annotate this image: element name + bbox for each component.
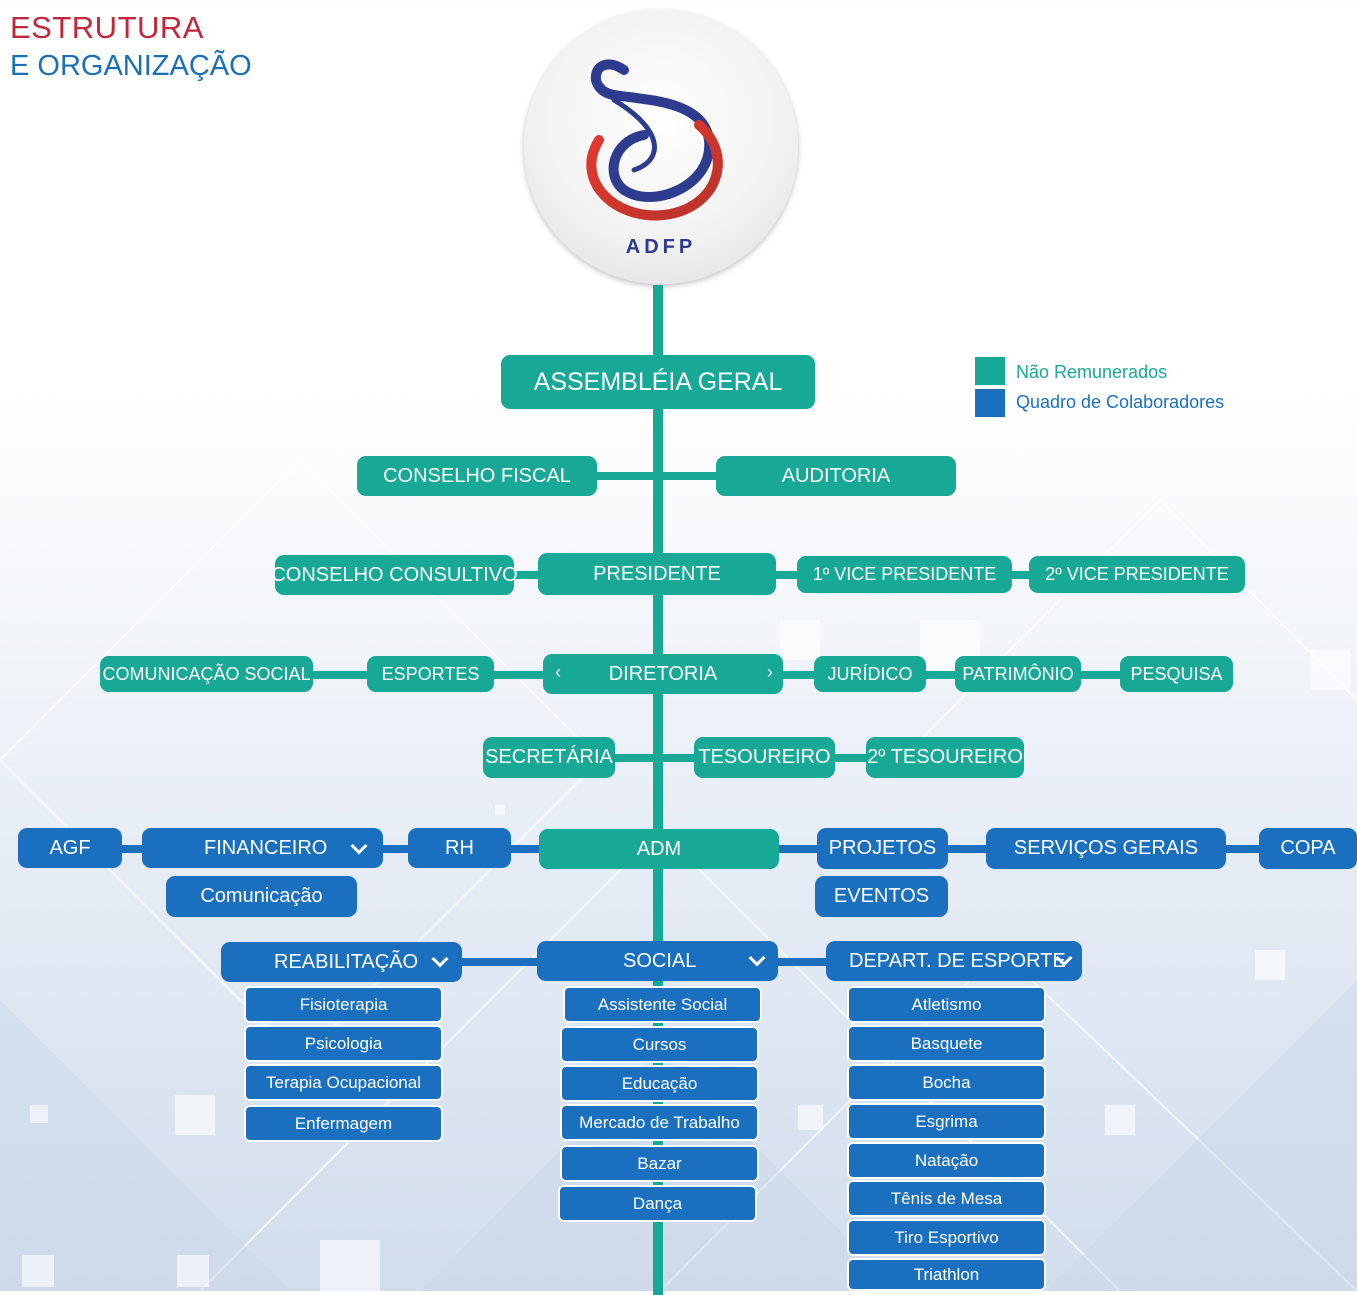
legend-swatch-blue: [975, 389, 1005, 417]
node-reabilitacao-label: REABILITAÇÃO: [274, 950, 419, 973]
node-conselho-fiscal: CONSELHO FISCAL: [357, 456, 597, 496]
chevron-down-icon[interactable]: [748, 949, 766, 967]
node-diretoria-label: DIRETORIA: [608, 662, 718, 685]
list-item[interactable]: Triathlon: [847, 1258, 1046, 1291]
node-depart-esporte[interactable]: DEPART. DE ESPORTE: [826, 941, 1082, 981]
node-servicos-gerais: SERVIÇOS GERAIS: [986, 828, 1226, 869]
list-item[interactable]: Enfermagem: [244, 1105, 443, 1142]
node-presidente: PRESIDENTE: [538, 553, 776, 595]
page-subtitle: E ORGANIZAÇÃO: [10, 50, 252, 82]
legend-label-unpaid: Não Remunerados: [1016, 362, 1168, 382]
node-secretaria: SECRETÁRIA: [483, 737, 615, 778]
list-item[interactable]: Cursos: [560, 1026, 759, 1063]
list-item[interactable]: Bazar: [560, 1145, 759, 1182]
legend-swatch-teal: [975, 357, 1005, 385]
connector: [597, 472, 717, 480]
page-title: ESTRUTURA: [10, 10, 204, 45]
node-esportes: ESPORTES: [367, 656, 494, 692]
list-item[interactable]: Bocha: [847, 1064, 1046, 1101]
node-patrimonio: PATRIMÔNIO: [955, 656, 1081, 692]
node-social[interactable]: SOCIAL: [537, 941, 778, 981]
chevron-left-icon[interactable]: ‹: [555, 662, 561, 682]
list-item[interactable]: Esgrima: [847, 1103, 1046, 1140]
legend-label-staff: Quadro de Colaboradores: [1016, 392, 1225, 412]
list-item[interactable]: Assistente Social: [563, 986, 762, 1023]
node-assembleia-geral: ASSEMBLÉIA GERAL: [501, 355, 815, 409]
node-financeiro-label: FINANCEIRO: [204, 836, 328, 859]
node-rh: RH: [408, 828, 511, 868]
node-projetos: PROJETOS: [817, 828, 948, 869]
connector: [782, 671, 1122, 679]
list-item[interactable]: Mercado de Trabalho: [560, 1104, 759, 1141]
node-eventos: EVENTOS: [815, 876, 948, 917]
main-trunk-line: [653, 285, 663, 1295]
node-conselho-consultivo: CONSELHO CONSULTIVO: [271, 555, 518, 595]
node-social-label: SOCIAL: [623, 949, 697, 972]
list-item[interactable]: Atletismo: [847, 986, 1046, 1023]
chevron-down-icon[interactable]: [350, 837, 368, 855]
node-depart-esporte-label: DEPART. DE ESPORTE: [849, 949, 1066, 972]
node-copa: COPA: [1259, 828, 1357, 869]
node-tesoureiro: TESOUREIRO: [694, 737, 835, 778]
node-juridico: JURÍDICO: [814, 656, 926, 692]
chevron-right-icon[interactable]: ›: [767, 662, 773, 682]
node-reabilitacao[interactable]: REABILITAÇÃO: [221, 942, 462, 982]
node-vice-presidente-2: 2º VICE PRESIDENTE: [1029, 556, 1245, 593]
node-comunicacao: Comunicação: [166, 876, 357, 917]
list-item[interactable]: Psicologia: [244, 1025, 443, 1062]
node-comunicacao-social: COMUNICAÇÃO SOCIAL: [100, 656, 313, 692]
adfp-logo: ADFP: [524, 10, 798, 284]
list-item[interactable]: Tiro Esportivo: [847, 1219, 1046, 1256]
list-item[interactable]: Natação: [847, 1142, 1046, 1179]
connector: [513, 571, 543, 579]
node-diretoria[interactable]: ‹ DIRETORIA ›: [543, 654, 783, 694]
list-item[interactable]: Tênis de Mesa: [847, 1180, 1046, 1217]
node-agf: AGF: [18, 828, 122, 868]
node-pesquisa: PESQUISA: [1120, 656, 1233, 692]
node-vice-presidente-1: 1º VICE PRESIDENTE: [797, 556, 1012, 593]
list-item[interactable]: Educação: [560, 1065, 759, 1102]
node-adm: ADM: [539, 829, 779, 869]
list-item[interactable]: Basquete: [847, 1025, 1046, 1062]
logo-text: ADFP: [625, 236, 697, 258]
chevron-down-icon[interactable]: [431, 950, 449, 968]
node-tesoureiro-2: 2º TESOUREIRO: [866, 737, 1024, 778]
node-auditoria: AUDITORIA: [716, 456, 956, 496]
node-financeiro[interactable]: FINANCEIRO: [142, 828, 383, 868]
list-item[interactable]: Fisioterapia: [244, 986, 443, 1023]
logo-emblem-icon: [586, 59, 723, 221]
list-item[interactable]: Dança: [558, 1185, 757, 1222]
list-item[interactable]: Terapia Ocupacional: [244, 1064, 443, 1101]
